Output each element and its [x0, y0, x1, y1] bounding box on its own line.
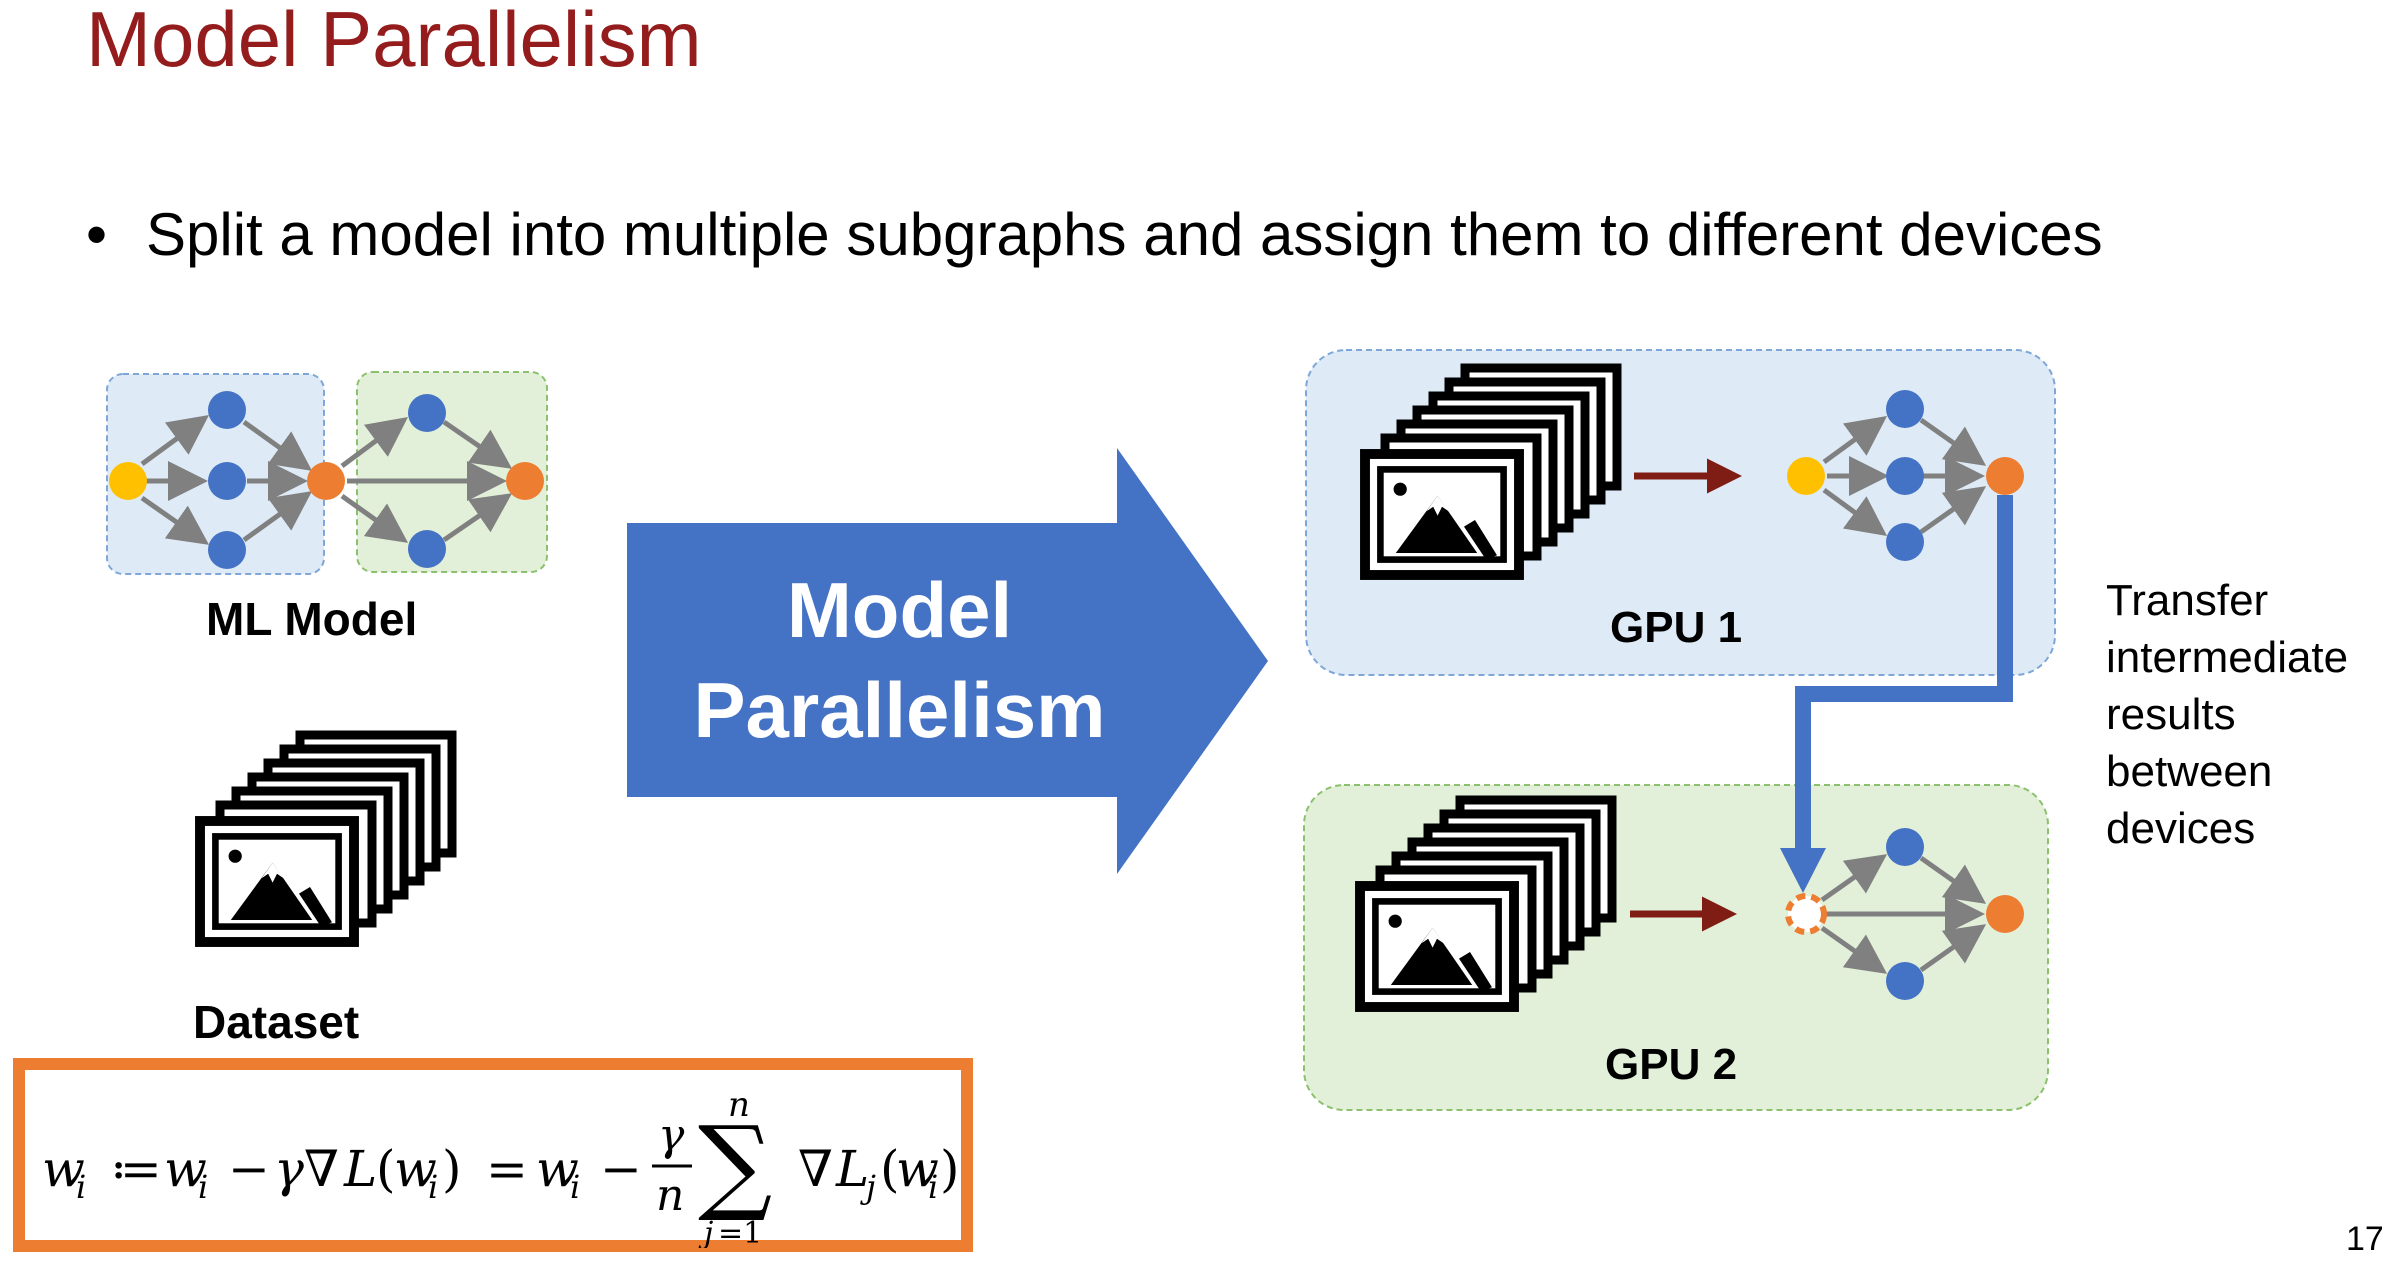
big-arrow-label-line2: Parallelism [693, 666, 1106, 754]
svg-text:γ: γ [658, 1110, 685, 1161]
svg-text:∑: ∑ [698, 1103, 772, 1225]
svg-text:n: n [656, 1170, 684, 1221]
gpu1-label: GPU 1 [1610, 603, 1743, 652]
slide-title: Model Parallelism [86, 0, 702, 83]
transfer-line: Transfer [2106, 576, 2269, 625]
formula-box [13, 1058, 973, 1252]
svg-text:w: w [896, 1140, 939, 1198]
gpu1-panel [1305, 349, 2056, 676]
svg-text:=1: =1 [718, 1216, 762, 1248]
svg-text:w: w [164, 1140, 207, 1198]
gpu2-label: GPU 2 [1605, 1040, 1738, 1089]
transfer-line: results [2106, 690, 2236, 739]
svg-text:i: i [76, 1168, 86, 1206]
big-arrow-shape [627, 448, 1268, 874]
svg-text:L: L [343, 1140, 377, 1198]
page-number: 17 [2346, 1220, 2382, 1258]
svg-text:∇: ∇ [798, 1140, 833, 1198]
svg-text:): ) [442, 1140, 462, 1198]
svg-text:(: ( [880, 1140, 900, 1198]
big-arrow-label-line1: Model [786, 566, 1013, 654]
bullet-dot: • [86, 201, 108, 268]
transfer-arrow [1780, 495, 2013, 893]
gpu2-panel [1303, 784, 2049, 1111]
dataset-label: Dataset [193, 996, 360, 1048]
ml-model-label: ML Model [206, 593, 418, 645]
transfer-line: devices [2106, 804, 2256, 853]
gradient-update-formula: w i ≔ w i − γ ∇ L ( w i ) = w i − γ n n … [42, 1085, 960, 1248]
svg-text:−: − [228, 1140, 270, 1198]
svg-text:i: i [570, 1168, 580, 1206]
svg-text:≔: ≔ [110, 1140, 162, 1198]
svg-text:w: w [394, 1140, 437, 1198]
ml-model-graph [106, 371, 548, 575]
svg-text:w: w [536, 1140, 579, 1198]
svg-text:i: i [928, 1168, 938, 1206]
transfer-line: intermediate [2106, 633, 2349, 682]
svg-text:γ: γ [274, 1140, 304, 1198]
svg-text:): ) [940, 1140, 960, 1198]
svg-text:w: w [42, 1140, 85, 1198]
dataset-image-stack-icon [200, 735, 452, 942]
bullet-point: • Split a model into multiple subgraphs a… [86, 200, 2103, 269]
svg-text:=: = [486, 1140, 528, 1198]
transfer-line: between [2106, 747, 2273, 796]
transfer-description: Transfer intermediate results between de… [2106, 572, 2348, 857]
svg-text:L: L [835, 1140, 869, 1198]
svg-text:i: i [428, 1168, 438, 1206]
bullet-text: Split a model into multiple subgraphs an… [146, 201, 2103, 268]
svg-text:−: − [600, 1140, 642, 1198]
svg-text:∇: ∇ [304, 1140, 339, 1198]
big-arrow-label: Model Parallelism [627, 560, 1172, 760]
svg-text:i: i [198, 1168, 208, 1206]
svg-text:(: ( [376, 1140, 396, 1198]
svg-text:n: n [728, 1085, 750, 1125]
